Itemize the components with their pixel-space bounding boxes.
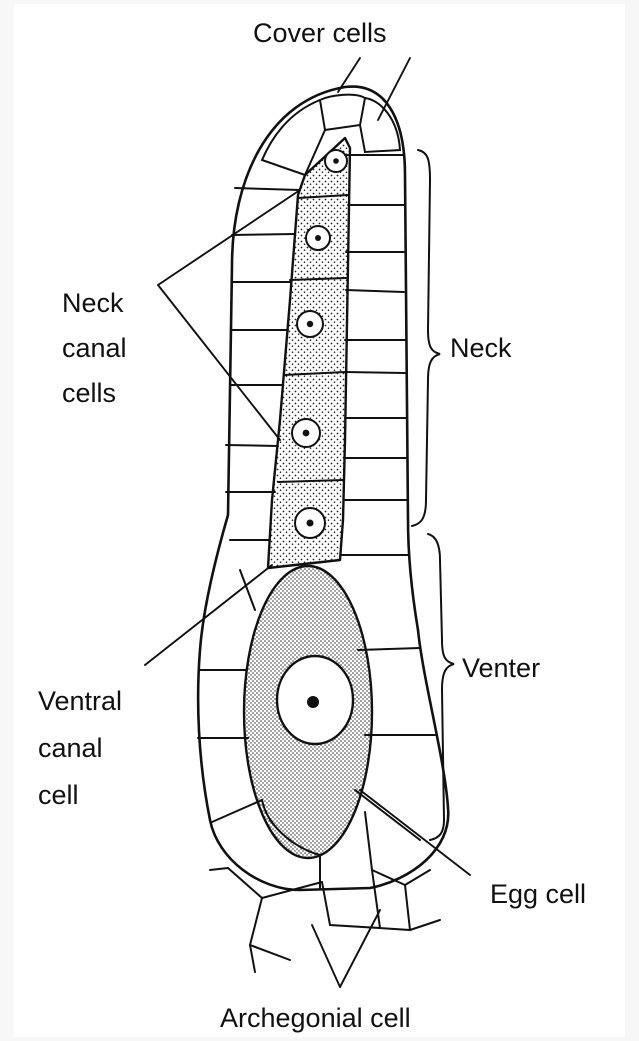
label-neck-canal-cells-line3: cells [62,378,116,408]
label-neck: Neck [450,333,512,363]
nucleus-2 [306,226,330,250]
label-ventral-canal-cell-line2: canal [38,733,103,763]
venter-bracket [428,534,454,840]
label-archegonial-cell: Archegonial cell [220,1003,411,1033]
nucleus-4 [292,419,320,447]
label-venter: Venter [462,653,540,683]
label-cover-cells: Cover cells [253,18,387,48]
label-ventral-canal-cell-line3: cell [38,780,79,810]
label-egg-cell: Egg cell [490,879,586,909]
neck-bracket [412,150,440,526]
nucleus-5 [295,508,325,538]
neck-jacket-cells-right [341,155,408,555]
label-neck-canal-cells-line1: Neck [62,288,124,318]
nucleus-3 [297,311,323,337]
nucleus-1 [325,150,347,172]
label-neck-canal-cells-line2: canal [62,333,127,363]
label-ventral-canal-cell-line1: Ventral [38,686,122,716]
egg-cell [244,566,372,858]
